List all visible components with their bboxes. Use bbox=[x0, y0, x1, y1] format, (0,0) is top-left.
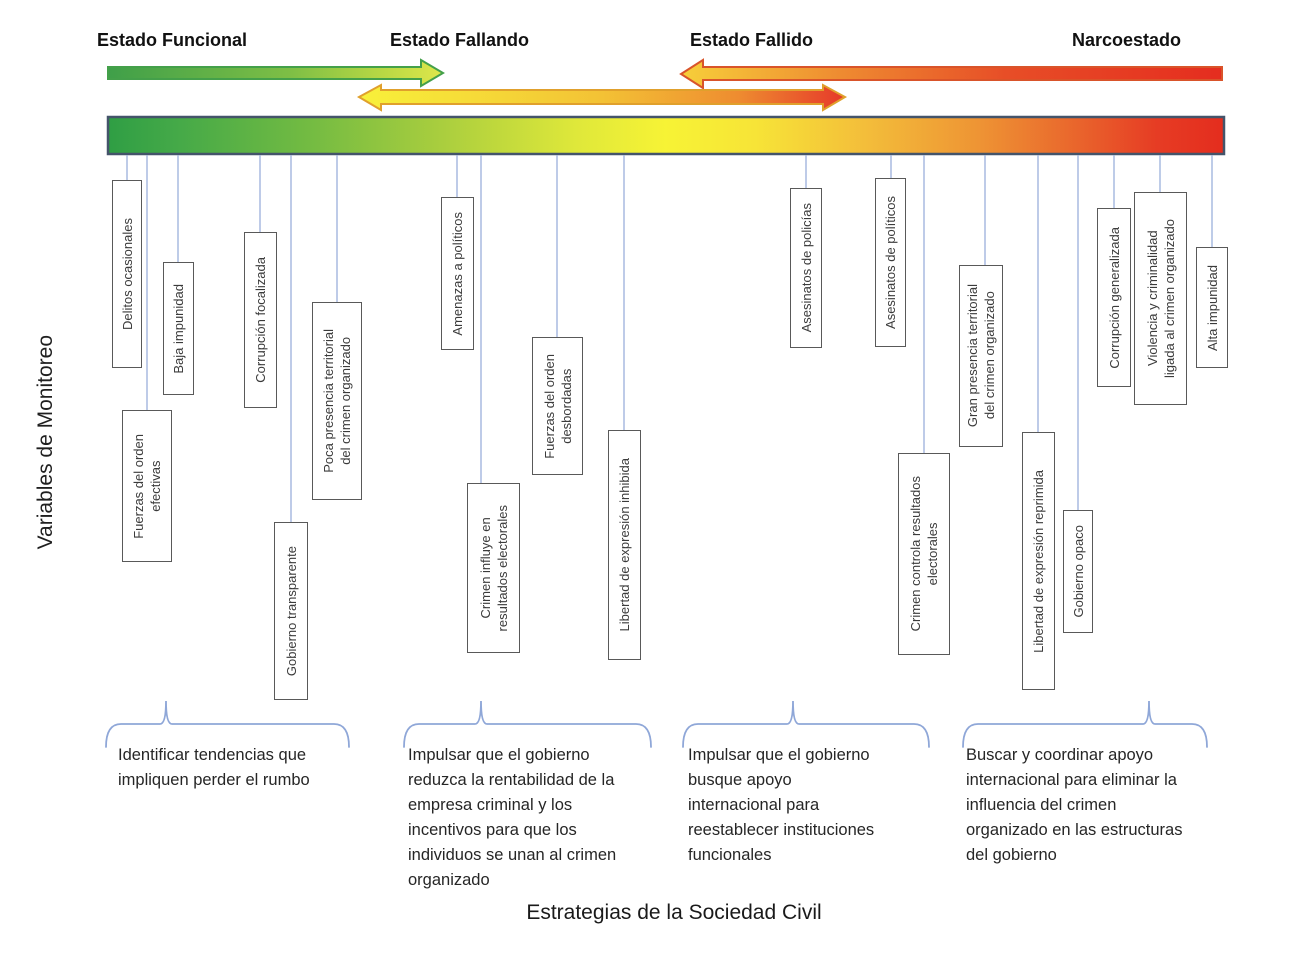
variable-box-libertad-expresion-reprimida: Libertad de expresión reprimida bbox=[1022, 432, 1055, 690]
connector-lines bbox=[126, 155, 1213, 522]
strategy-braces bbox=[105, 700, 1208, 748]
arrow-fallando-fallido-bidirectional-icon bbox=[356, 83, 848, 112]
variable-box-gobierno-opaco: Gobierno opaco bbox=[1063, 510, 1093, 633]
strategy-brace bbox=[962, 700, 1208, 748]
variable-box-gran-presencia-territorial: Gran presencia territorial del crimen or… bbox=[959, 265, 1003, 447]
stage-label-narcoestado: Narcoestado bbox=[1072, 30, 1182, 50]
strategy-brace bbox=[682, 700, 930, 748]
stage-label-estado-fallido: Estado Fallido bbox=[690, 30, 814, 50]
variable-box-asesinatos-policias: Asesinatos de policías bbox=[790, 188, 822, 348]
arrow-narcoestado-to-fallido-icon bbox=[679, 58, 1223, 90]
variable-box-crimen-influye-electorales: Crimen influye en resultados electorales bbox=[467, 483, 520, 653]
variable-box-gobierno-transparente: Gobierno transparente bbox=[274, 522, 308, 700]
strategies-title: Estrategias de la Sociedad Civil bbox=[526, 901, 822, 924]
monitoring-axis-title-text: Variables de Monitoreo bbox=[34, 335, 57, 550]
arrow-functional-to-failing-icon bbox=[107, 58, 445, 88]
stage-label-estado-fallando: Estado Fallando bbox=[390, 30, 530, 50]
variable-box-fuerzas-orden-desbordadas: Fuerzas del orden desbordadas bbox=[532, 337, 583, 475]
variable-box-crimen-controla-electorales: Crimen controla resultados electorales bbox=[898, 453, 950, 655]
variable-box-delitos-ocasionales: Delitos ocasionales bbox=[112, 180, 142, 368]
stage-label-estado-funcional: Estado Funcional bbox=[97, 30, 248, 50]
variable-box-asesinatos-politicos: Asesinatos de políticos bbox=[875, 178, 906, 347]
strategy-text-apoyo-internacional-instituciones: Impulsar que el gobierno busque apoyo in… bbox=[688, 746, 875, 864]
variable-box-corrupcion-generalizada: Corrupción generalizada bbox=[1097, 208, 1131, 387]
variable-box-amenazas-politicos: Amenazas a políticos bbox=[441, 197, 474, 350]
variable-box-corrupcion-focalizada: Corrupción focalizada bbox=[244, 232, 277, 408]
variable-box-libertad-expresion-inhibida: Libertad de expresión inhibida bbox=[608, 430, 641, 660]
state-spectrum-bar bbox=[106, 115, 1226, 156]
variable-box-alta-impunidad: Alta impunidad bbox=[1196, 247, 1228, 368]
strategy-text-eliminar-influencia-crimen: Buscar y coordinar apoyo internacional p… bbox=[966, 746, 1183, 864]
strategy-brace bbox=[403, 700, 652, 748]
variable-box-baja-impunidad: Baja impunidad bbox=[163, 262, 194, 395]
strategy-brace bbox=[105, 700, 350, 748]
strategy-text-reducir-rentabilidad: Impulsar que el gobierno reduzca la rent… bbox=[408, 746, 617, 889]
strategy-text-identificar-tendencias: Identificar tendencias que impliquen per… bbox=[118, 746, 310, 789]
variable-box-fuerzas-orden-efectivas: Fuerzas del orden efectivas bbox=[122, 410, 172, 562]
variable-box-poca-presencia-territorial: Poca presencia territorial del crimen or… bbox=[312, 302, 362, 500]
monitoring-axis-title: Variables de Monitoreo bbox=[25, 300, 67, 585]
variable-box-violencia-criminalidad: Violencia y criminalidad ligada al crime… bbox=[1134, 192, 1187, 405]
